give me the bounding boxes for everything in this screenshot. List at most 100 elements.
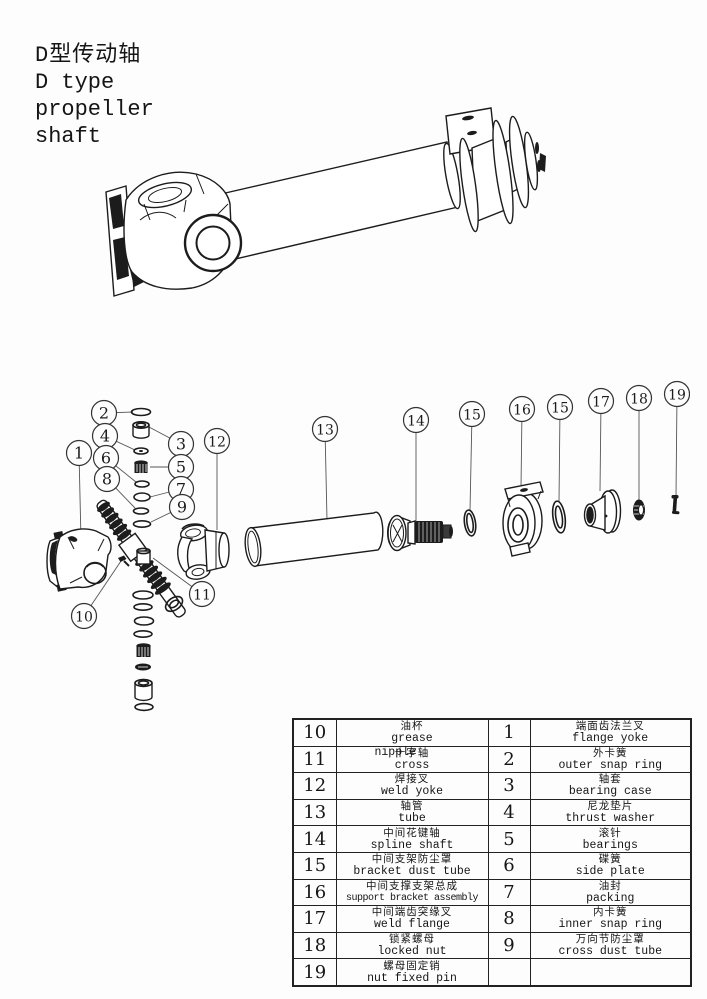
part-name-cn: 中间花键轴 [383,826,441,839]
callout-9: 9 [168,493,196,521]
svg-text:19: 19 [668,388,686,404]
part-name-en: support bracket assembly [345,892,479,904]
part-name-en: cross [394,758,430,772]
part-number-cell: 7 [487,878,531,907]
svg-text:8: 8 [102,470,112,489]
callout-2: 2 [90,399,118,427]
part-name-cn: 中间支撑支架总成 [366,879,458,892]
leader-line-15 [558,406,561,503]
part-locked-nut [633,499,645,521]
callout-17: 17 [587,387,615,415]
part-name-en: tube [398,812,426,826]
part-name-en: bearings [582,838,638,852]
part-name-en: outer snap ring [558,758,663,772]
part-number-cell: 3 [487,772,531,800]
part-number-cell: 16 [292,878,337,907]
callout-19: 19 [663,380,690,408]
callout-15: 15 [546,393,574,421]
part-name-cell [529,958,692,987]
svg-text:14: 14 [407,414,425,430]
callout-10: 10 [70,602,98,630]
part-name-en: cross dust tube [558,945,663,959]
svg-text:16: 16 [513,403,531,419]
part-dust-ring-left [463,509,477,537]
leader-line-17 [599,400,602,492]
part-spline-shaft [387,514,453,552]
part-name-cn: 轴管 [400,800,424,813]
part-weld-flange [583,489,622,534]
callout-8: 8 [93,465,121,493]
title-block: D型传动轴 D type propeller shaft [35,42,154,150]
part-name-en: side plate [575,865,645,879]
leader-line-16 [520,408,523,489]
svg-text:6: 6 [101,449,111,468]
part-number-cell: 14 [292,825,337,853]
part-number-cell: 1 [487,718,531,747]
part-name-en: locked nut [377,945,447,959]
part-flange-yoke [46,528,112,592]
svg-text:18: 18 [630,392,648,408]
part-number-cell: 12 [292,772,337,800]
part-name-cn: 油封 [598,879,622,892]
svg-text:13: 13 [316,423,334,439]
part-number-cell [487,958,531,987]
part-name-cn: 锁紧螺母 [389,933,435,946]
part-number-cell: 9 [487,931,531,960]
part-name-cn: 油杯 [400,720,424,733]
callout-4: 4 [91,422,119,450]
leader-line-1 [78,452,82,541]
part-number-cell: 19 [292,958,337,987]
part-number-cell: 17 [292,905,337,933]
parts-stack-lower [132,590,155,712]
part-name-en: thrust washer [565,812,656,826]
part-name-en: weld flange [374,918,450,932]
callout-13: 13 [311,415,339,443]
part-name-en: spline shaft [370,838,454,852]
svg-text:15: 15 [463,408,481,424]
svg-text:5: 5 [176,458,186,477]
part-number-cell: 4 [487,798,531,827]
leader-line-15 [469,413,473,512]
part-number-cell: 15 [292,851,337,880]
part-number-cell: 10 [292,718,337,747]
part-number-cell: 6 [487,851,531,880]
svg-text:17: 17 [592,395,610,411]
svg-text:12: 12 [208,435,226,451]
part-name-en: weld yoke [380,785,444,799]
callout-16: 16 [508,395,536,423]
parts-stack-upper [130,407,152,529]
title-english-line: propeller [35,97,154,122]
part-name-cn: 轴套 [598,773,622,786]
part-tube [244,511,384,568]
part-name-en: flange yoke [572,732,649,746]
part-name-en: bracket dust tube [353,865,471,879]
part-name-en: grease [391,732,433,746]
assembled-tube [212,141,459,261]
part-nut-fixed-pin [671,495,680,515]
part-name-cn: 中间端齿突缘叉 [371,906,453,919]
part-name-en: nut fixed pin [367,971,457,985]
callout-12: 12 [203,427,231,455]
part-support-bracket [502,481,544,557]
